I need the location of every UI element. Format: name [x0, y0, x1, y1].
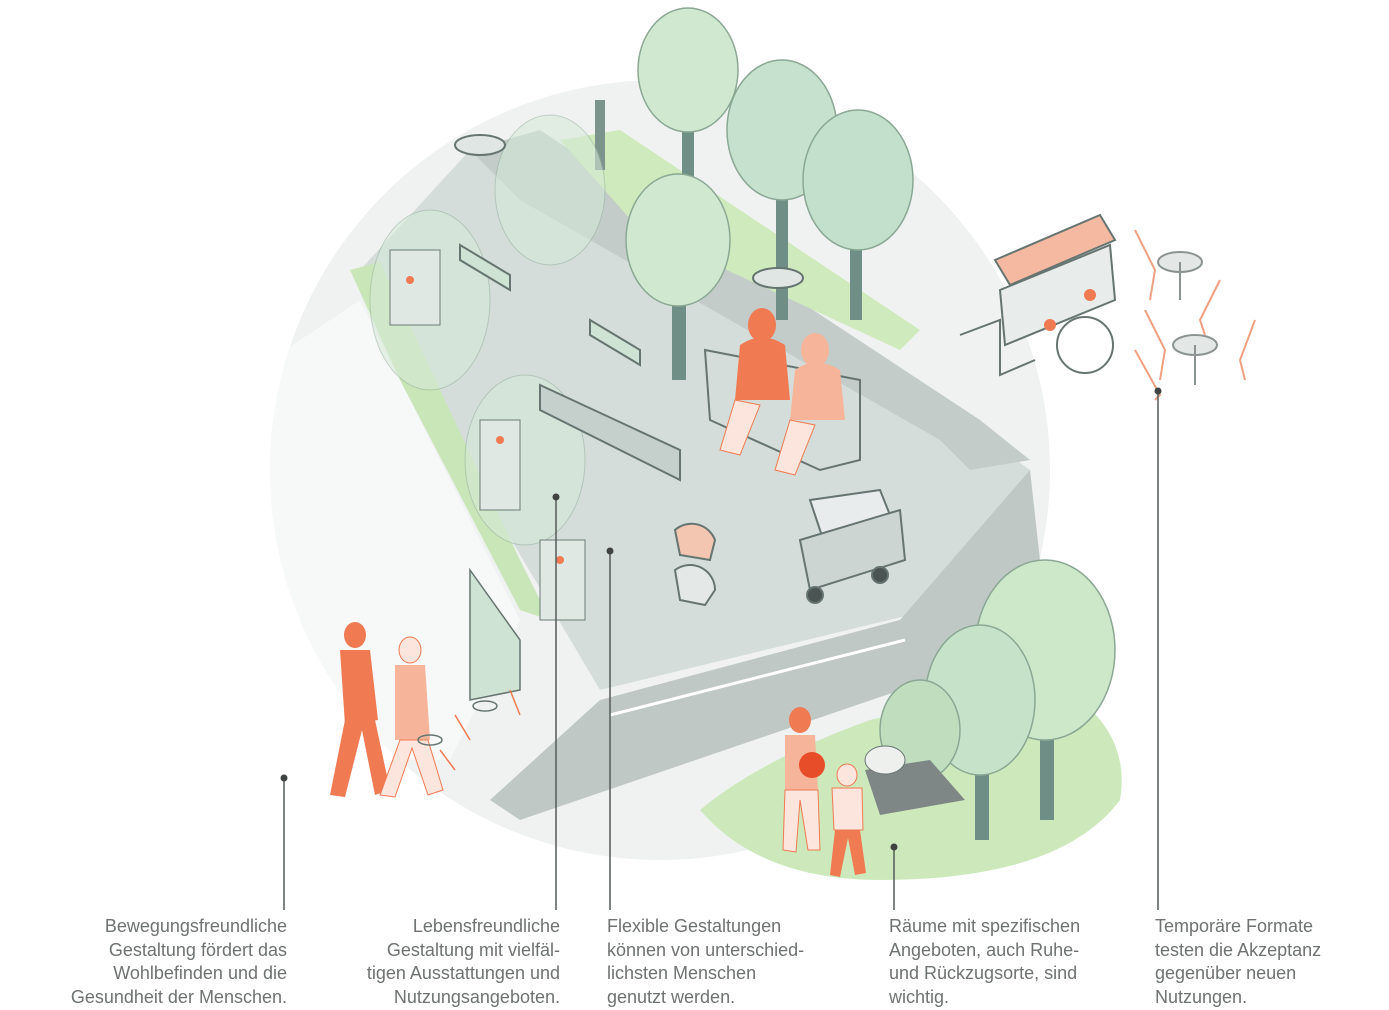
- cafe-seating-right: [1134, 229, 1256, 401]
- caption-line: Gestaltung mit vielfäl-: [386, 939, 560, 960]
- caption-line: Bewegungsfreundliche: [104, 916, 287, 936]
- caption-line: wichtig.: [889, 986, 950, 1007]
- caption-flexible: Flexible Gestaltungen können von untersc…: [607, 915, 804, 1009]
- caption-line: Angeboten, auch Ruhe-: [889, 939, 1080, 960]
- caption-line: Gesundheit der Menschen.: [70, 986, 287, 1007]
- caption-spaces: Räume mit spezifischen Angeboten, auch R…: [889, 915, 1080, 1009]
- tree-group-bottom: [879, 559, 1116, 840]
- caption-line: Flexible Gestaltungen: [607, 916, 782, 936]
- food-cart: [959, 213, 1117, 377]
- cafe-seating-small: [417, 567, 521, 771]
- caption-line: Wohlbefinden und die: [113, 963, 287, 983]
- planters: [389, 249, 586, 621]
- left-sidewalk: [270, 300, 520, 760]
- caption-temporary: Temporäre Formate testen die Akzeptanz g…: [1155, 915, 1321, 1009]
- caption-line: können von unterschied-: [607, 939, 805, 960]
- caption-line: Gestaltung fördert das: [108, 939, 287, 960]
- walking-couple: [330, 622, 444, 798]
- caption-line: Lebensfreundliche: [412, 916, 560, 936]
- street-main: [470, 130, 1030, 470]
- parent-and-child: [782, 707, 866, 877]
- caption-line: und Rückzugsorte, sind: [889, 963, 1078, 983]
- caption-line: tigen Ausstattungen und: [366, 963, 560, 983]
- tree-group-top: [595, 7, 914, 380]
- caption-line: Nutzungen.: [1155, 986, 1248, 1007]
- caption-line: lichsten Menschen: [607, 963, 757, 983]
- caption-line: testen die Akzeptanz: [1155, 939, 1322, 960]
- caption-movement: Bewegungsfreundliche Gestaltung fördert …: [71, 915, 287, 1009]
- caption-line: Temporäre Formate: [1155, 916, 1314, 936]
- caption-line: Nutzungsangeboten.: [393, 986, 560, 1007]
- street-lower: [490, 470, 1040, 820]
- caption-line: genutzt werden.: [607, 986, 736, 1007]
- picnic-basket: [864, 745, 906, 775]
- street-furniture: [454, 134, 907, 607]
- caption-life: Lebensfreundliche Gestaltung mit vielfäl…: [367, 915, 560, 1009]
- caption-line: gegenüber neuen: [1155, 963, 1297, 983]
- caption-line: Räume mit spezifischen: [889, 916, 1081, 936]
- annotation-leaders: [280, 387, 1162, 910]
- people-on-bench: [703, 308, 861, 476]
